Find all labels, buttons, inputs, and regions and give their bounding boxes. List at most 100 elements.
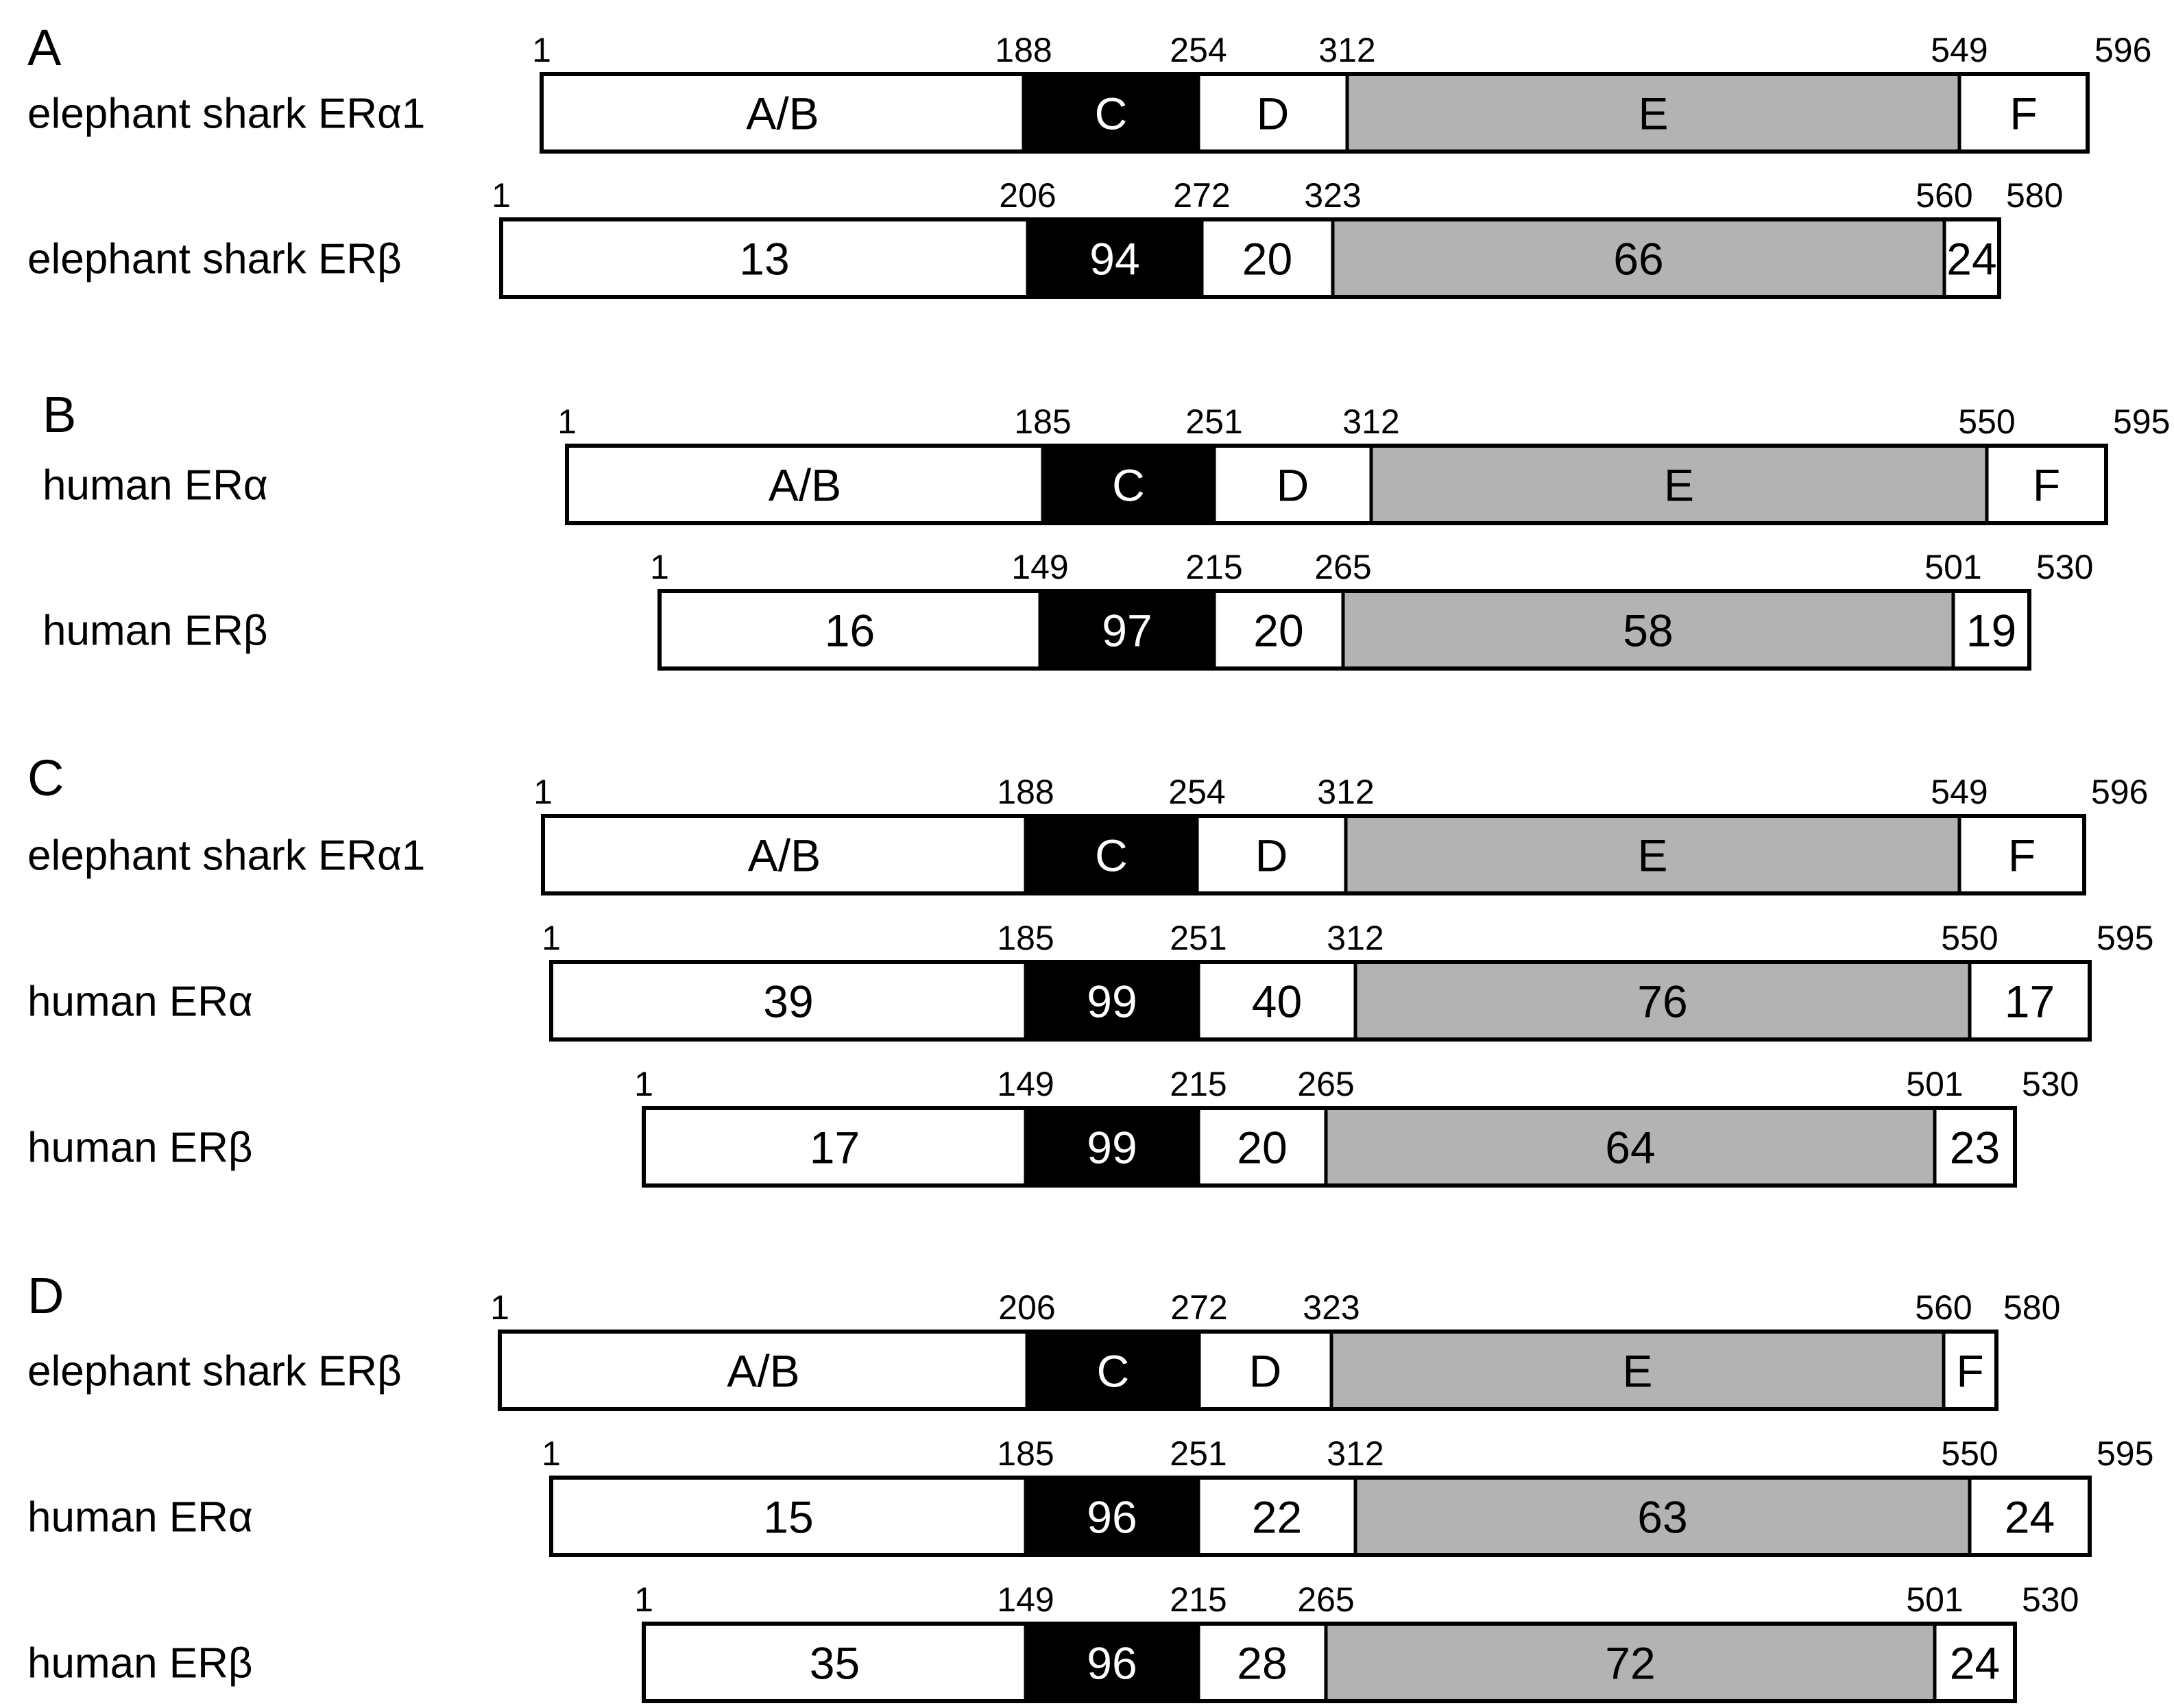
protein-label: elephant shark ERβ <box>27 236 402 283</box>
residue-position: 550 <box>1958 402 2015 441</box>
domain-e-lbd-box <box>1353 1476 1972 1557</box>
domain-f-label: F <box>2033 460 2060 511</box>
protein-bar-outline <box>565 444 2108 525</box>
residue-position: 206 <box>999 176 1056 215</box>
domain-f-label: 17 <box>2005 976 2055 1027</box>
residue-position: 312 <box>1327 1434 1384 1473</box>
domain-ab-box <box>642 1622 1028 1703</box>
residue-position: 595 <box>2097 919 2153 957</box>
domain-c-dbd-box <box>1022 72 1200 154</box>
protein-label: human ERα <box>27 1494 253 1541</box>
residue-position: 254 <box>1170 31 1227 69</box>
domain-ab-label: A/B <box>727 1346 799 1397</box>
protein-label: elephant shark ERβ <box>27 1348 402 1395</box>
residue-position: 530 <box>2022 1065 2079 1103</box>
domain-e-lbd-label: E <box>1622 1346 1652 1397</box>
protein-bar-outline <box>541 814 2086 895</box>
panel-letter: A <box>27 19 62 76</box>
residue-position: 149 <box>997 1580 1054 1619</box>
domain-d-hinge-label: 40 <box>1252 976 1302 1027</box>
domain-c-dbd-label: 96 <box>1087 1638 1137 1689</box>
domain-f-label: 24 <box>1950 1638 2000 1689</box>
residue-position: 1 <box>634 1580 653 1619</box>
domain-f-label: 19 <box>1966 605 2016 656</box>
domain-f-box <box>1985 444 2108 525</box>
residue-position: 550 <box>1941 1434 1998 1473</box>
residue-position: 215 <box>1185 548 1242 586</box>
residue-position: 185 <box>997 1434 1054 1473</box>
residue-position: 1 <box>532 31 551 69</box>
domain-e-lbd-label: E <box>1638 88 1668 139</box>
protein-bar-outline <box>540 72 2090 154</box>
domain-d-hinge-label: D <box>1249 1346 1282 1397</box>
domain-ab-label: A/B <box>746 88 819 139</box>
residue-position: 188 <box>995 31 1052 69</box>
domain-e-lbd-label: E <box>1637 830 1667 881</box>
protein-label: human ERα <box>27 978 253 1026</box>
residue-position: 215 <box>1170 1065 1227 1103</box>
protein-label: human ERβ <box>43 608 268 655</box>
domain-ab-label: 16 <box>825 605 875 656</box>
protein-bar-outline <box>549 1476 2092 1557</box>
protein-bar-outline <box>498 1330 1998 1411</box>
residue-position: 149 <box>1011 548 1068 586</box>
residue-position: 501 <box>1906 1065 1963 1103</box>
residue-position: 1 <box>634 1065 653 1103</box>
domain-c-dbd-label: 94 <box>1089 234 1139 285</box>
domain-c-dbd-label: 96 <box>1087 1492 1137 1543</box>
domain-d-hinge-box <box>1196 960 1357 1042</box>
residue-position: 549 <box>1931 773 1988 811</box>
residue-position: 312 <box>1342 402 1399 441</box>
residue-position: 1 <box>650 548 669 586</box>
residue-position: 215 <box>1170 1580 1227 1619</box>
domain-f-label: 24 <box>2005 1492 2055 1543</box>
protein-label: human ERβ <box>27 1640 253 1687</box>
domain-e-lbd-label: 66 <box>1613 234 1663 285</box>
protein-label: human ERβ <box>27 1124 253 1172</box>
domain-c-dbd-label: 99 <box>1087 1122 1137 1173</box>
domain-ab-label: A/B <box>769 460 841 511</box>
residue-position: 251 <box>1170 1434 1227 1473</box>
domain-f-label: F <box>1956 1346 1983 1397</box>
domain-d-hinge-label: D <box>1255 830 1288 881</box>
residue-position: 1 <box>492 176 511 215</box>
domain-e-lbd-label: E <box>1664 460 1694 511</box>
residue-position: 185 <box>997 919 1054 957</box>
residue-position: 185 <box>1014 402 1071 441</box>
domain-e-lbd-box <box>1341 589 1955 671</box>
domain-e-lbd-label: 58 <box>1623 605 1673 656</box>
domain-f-label: 23 <box>1950 1122 2000 1173</box>
residue-position: 530 <box>2036 548 2093 586</box>
domain-c-dbd-label: 99 <box>1087 976 1137 1027</box>
residue-position: 323 <box>1303 1288 1360 1327</box>
domain-c-dbd-label: 97 <box>1102 605 1152 656</box>
residue-position: 580 <box>2006 176 2063 215</box>
domain-d-hinge-label: D <box>1277 460 1309 511</box>
panel-letter: D <box>27 1267 64 1324</box>
residue-position: 272 <box>1173 176 1230 215</box>
residue-position: 323 <box>1304 176 1361 215</box>
domain-f-label: F <box>2008 830 2036 881</box>
panel-letter: C <box>27 749 64 806</box>
protein-bar-outline <box>657 589 2031 671</box>
protein-bar-outline <box>499 217 2001 299</box>
residue-position: 560 <box>1915 1288 1972 1327</box>
domain-f-box <box>1968 960 2092 1042</box>
panel-letter: B <box>43 386 76 443</box>
residue-position: 501 <box>1924 548 1981 586</box>
residue-position: 1 <box>533 773 553 811</box>
domain-c-dbd-label: C <box>1097 1346 1130 1397</box>
residue-position: 595 <box>2097 1434 2153 1473</box>
residue-position: 265 <box>1297 1580 1354 1619</box>
residue-position: 188 <box>997 773 1054 811</box>
domain-ab-label: 15 <box>763 1492 813 1543</box>
residue-position: 530 <box>2022 1580 2079 1619</box>
